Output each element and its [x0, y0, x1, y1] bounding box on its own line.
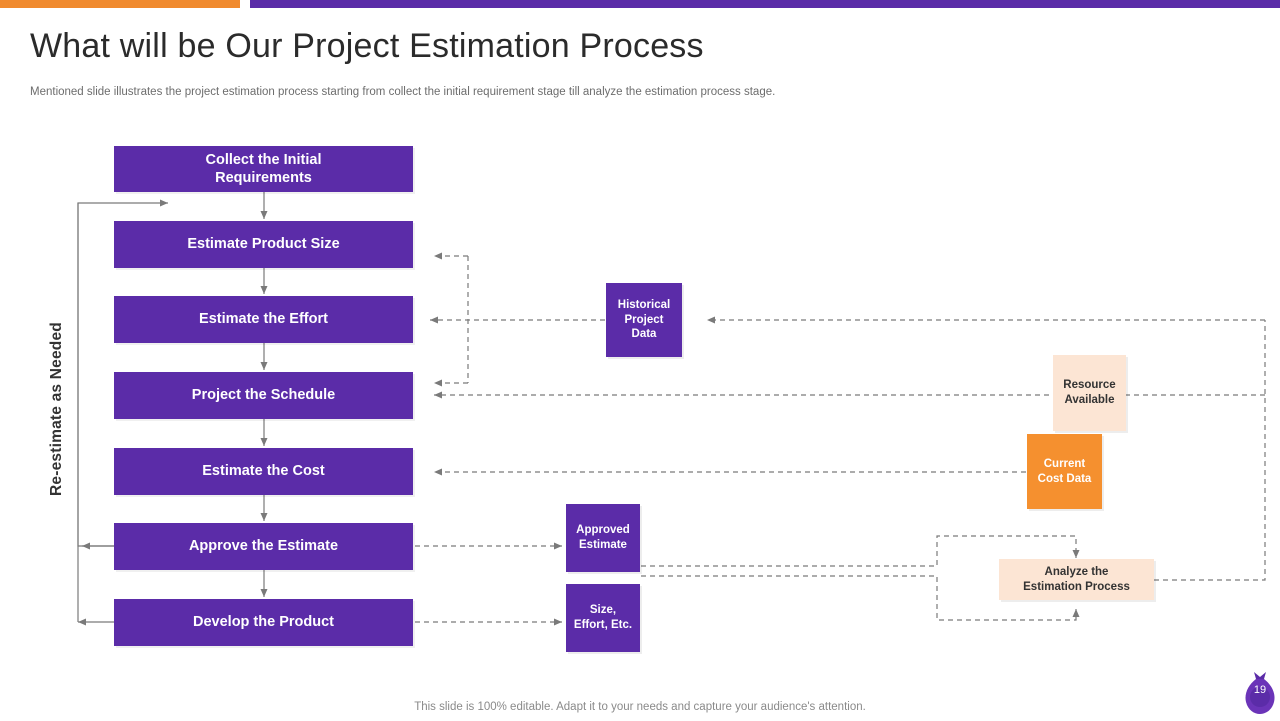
page-title: What will be Our Project Estimation Proc…	[30, 27, 704, 65]
footer-note: This slide is 100% editable. Adapt it to…	[414, 701, 866, 713]
page-number-badge: 19	[1240, 668, 1280, 716]
stage-label: Estimate the Cost	[202, 463, 325, 480]
stage-estimate-the-cost[interactable]: Estimate the Cost	[114, 448, 413, 495]
output-size-effort-etc[interactable]: Size,Effort, Etc.	[566, 584, 640, 652]
money-bag-icon	[1245, 672, 1275, 714]
stage-approve-the-estimate[interactable]: Approve the Estimate	[114, 523, 413, 570]
dashed-analyze-return-riser	[1154, 320, 1266, 581]
stage-label: Project the Schedule	[191, 387, 336, 404]
top-bar-orange-segment	[0, 0, 240, 8]
stage-label: Approve the Estimate	[188, 538, 339, 555]
top-bar-purple-segment	[250, 0, 1280, 8]
reestimate-as-needed-label: Re-estimate as Needed	[48, 322, 65, 496]
stage-estimate-the-effort[interactable]: Estimate the Effort	[114, 296, 413, 343]
top-accent-bars	[0, 0, 1280, 8]
stage-label: Estimate the Effort	[199, 311, 328, 328]
stage-develop-the-product[interactable]: Develop the Product	[114, 599, 413, 646]
stage-label: Develop the Product	[193, 614, 334, 631]
page-subtitle: Mentioned slide illustrates the project …	[30, 86, 776, 98]
stage-estimate-product-size[interactable]: Estimate Product Size	[114, 221, 413, 268]
output-label: Size,Effort, Etc.	[573, 604, 633, 631]
stage-label: Estimate Product Size	[187, 236, 340, 253]
stage-project-the-schedule[interactable]: Project the Schedule	[114, 372, 413, 419]
page-number: 19	[1253, 684, 1267, 696]
